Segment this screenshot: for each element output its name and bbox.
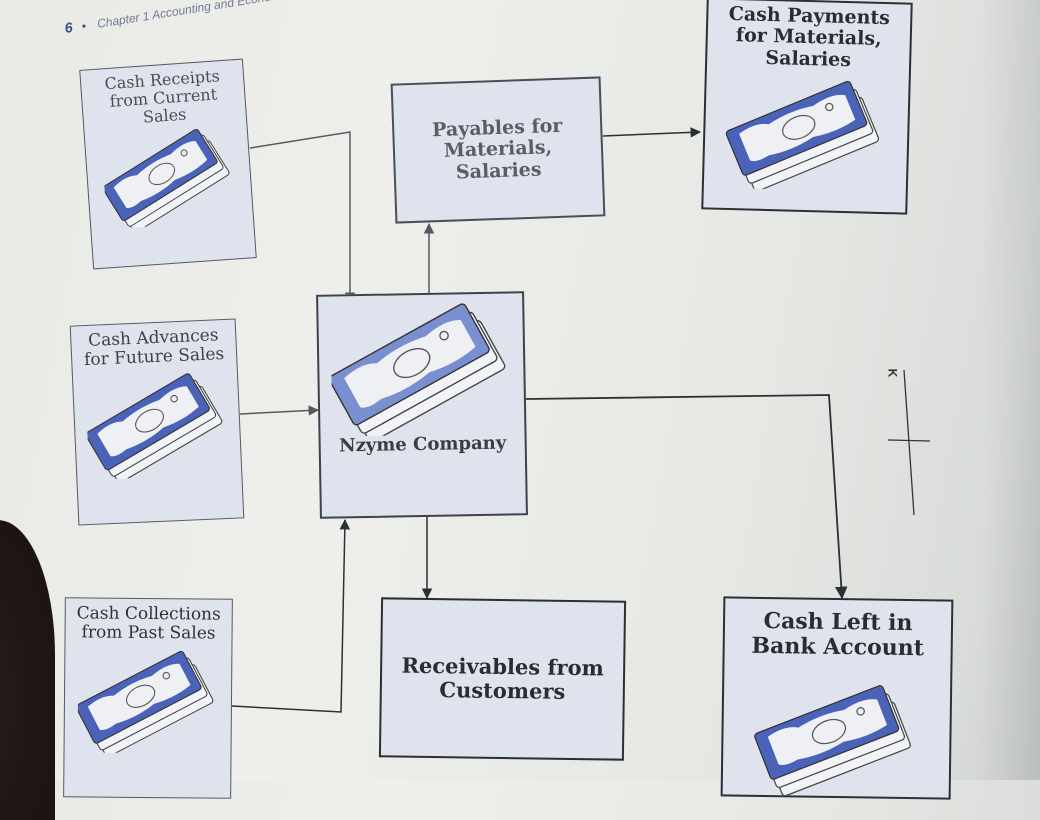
page-edge-shadow (980, 0, 1040, 780)
arrow-advances-to-company (239, 405, 320, 416)
node-label: Nzyme Company (338, 432, 507, 457)
margin-cross-mark (887, 369, 931, 516)
node-receivables: Receivables from Customers (378, 597, 627, 761)
node-label: Receivables from Customers (401, 653, 604, 704)
node-payables: Payables for Materials, Salaries (390, 76, 606, 224)
finger-occlusion (0, 520, 55, 820)
node-label: Cash Advances for Future Sales (83, 325, 225, 371)
node-label: Cash Payments for Materials, Salaries (728, 2, 891, 71)
page-number: 6 (63, 18, 74, 36)
money-stack-icon (77, 650, 214, 754)
node-label: Payables for Materials, Salaries (431, 114, 563, 184)
money-stack-icon (754, 685, 911, 797)
margin-annotation: K (880, 360, 940, 520)
page-header: 6 • Chapter 1 Accounting and Economic (63, 0, 290, 36)
node-cash-receipts: Cash Receipts from Current Sales (79, 58, 257, 270)
header-bullet: • (80, 18, 88, 34)
node-cash-collections: Cash Collections from Past Sales (63, 597, 233, 799)
arrow-payables-to-cashpayments (602, 127, 702, 138)
arrow-collections-to-company (231, 518, 351, 713)
arrow-company-to-cashleft (525, 394, 848, 600)
arrow-receipts-to-company (249, 131, 356, 304)
node-cash-advances: Cash Advances for Future Sales (69, 318, 245, 526)
margin-letter: K (885, 368, 900, 378)
node-cash-left: Cash Left in Bank Account (720, 596, 954, 800)
chapter-title: Chapter 1 Accounting and Economic (96, 0, 291, 31)
node-label: Cash Collections from Past Sales (76, 603, 221, 644)
money-stack-icon (85, 373, 223, 481)
node-label: Cash Left in Bank Account (751, 607, 925, 661)
node-label: Cash Receipts from Current Sales (103, 66, 221, 127)
money-stack-icon (102, 128, 230, 230)
money-stack-icon (330, 303, 506, 437)
node-cash-payments: Cash Payments for Materials, Salaries (701, 0, 913, 215)
money-stack-icon (725, 80, 880, 192)
node-nzyme-company: Nzyme Company (316, 291, 528, 519)
